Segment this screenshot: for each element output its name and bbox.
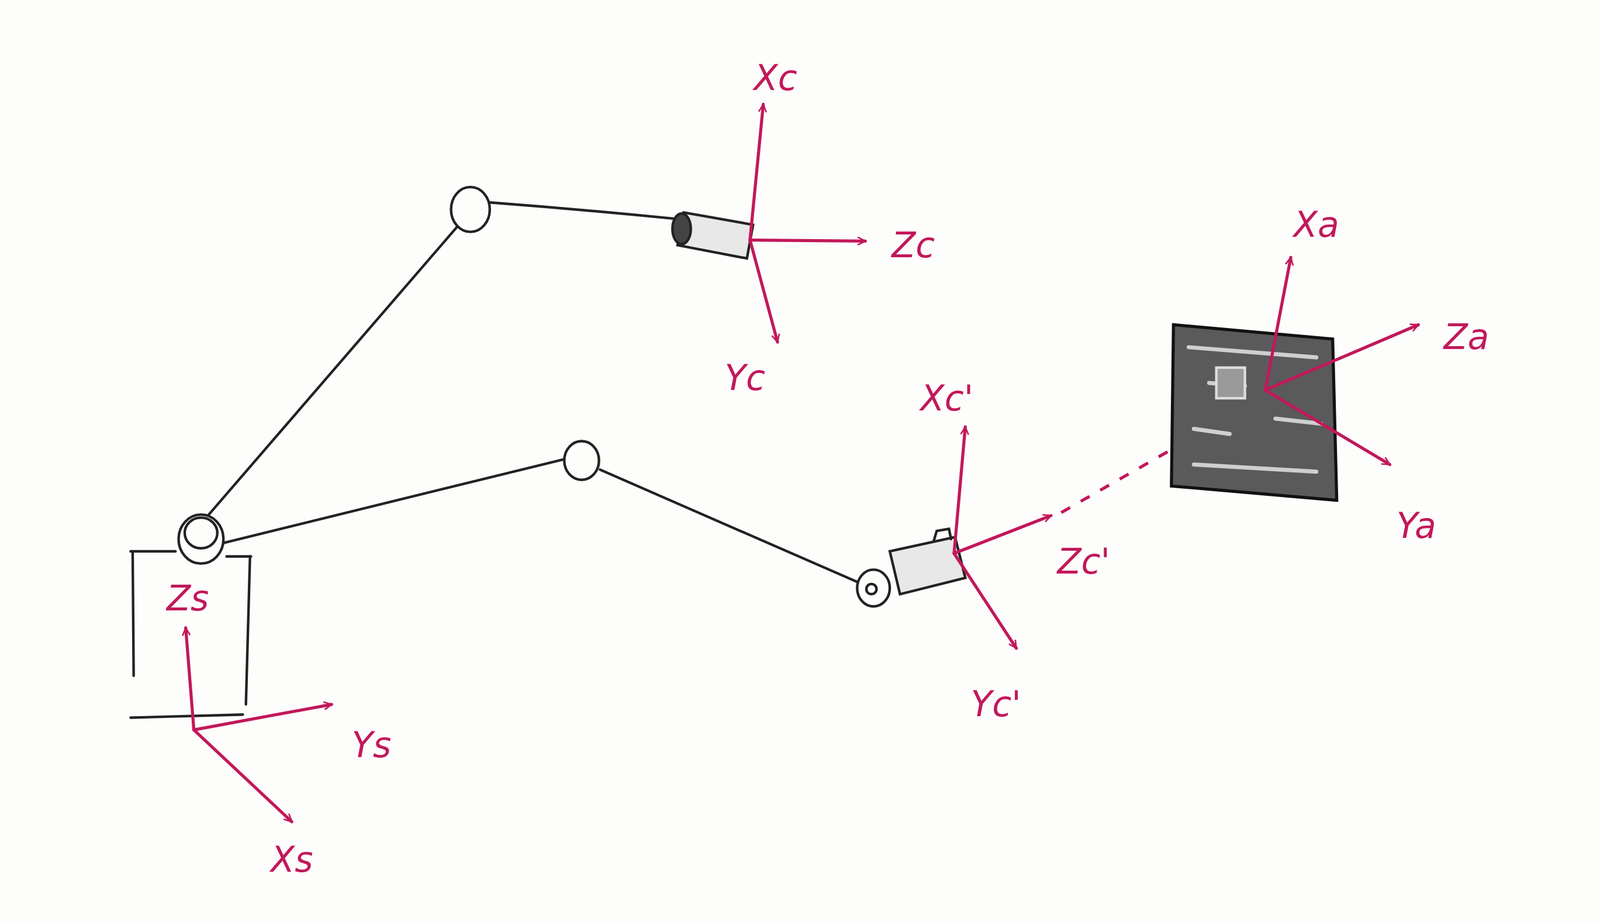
marker-tag: [1171, 324, 1337, 500]
axis-arrow: [750, 240, 778, 343]
axis-label: Xa: [1291, 205, 1342, 244]
axis-arrow: [194, 729, 293, 822]
camera-lens: [672, 213, 691, 244]
axis-arrow: [954, 426, 966, 554]
axis-arrow: [750, 240, 866, 242]
base-outline: [130, 714, 243, 718]
axis-arrow: [750, 104, 764, 240]
joint: [564, 440, 599, 480]
axis-label: Zc': [1054, 542, 1113, 580]
joint: [866, 583, 877, 594]
tag-pattern: [1189, 347, 1322, 472]
joint: [184, 517, 218, 548]
joint: [856, 569, 890, 607]
axis-label: Zs: [164, 579, 212, 617]
axis-arrow: [954, 515, 1052, 554]
axis-label: Za: [1440, 318, 1492, 356]
axis-label: Yc: [721, 358, 768, 397]
line-of-sight: [1061, 451, 1168, 513]
axis-arrow: [1265, 324, 1419, 390]
axis-arrow: [1265, 257, 1291, 390]
axis-label: Xs: [268, 840, 316, 879]
joint: [178, 514, 224, 564]
arm-link: [199, 226, 458, 525]
tag-pattern: [1216, 367, 1246, 399]
axis-label: Zc: [889, 226, 938, 264]
axis-label: Yc': [968, 685, 1024, 723]
axis-label: Ya: [1394, 506, 1439, 545]
axis-arrow: [194, 704, 333, 731]
arm-link: [222, 459, 564, 544]
axis-arrow: [185, 627, 195, 731]
joint: [451, 187, 490, 233]
arm-link: [599, 469, 857, 582]
arm-link: [487, 202, 674, 219]
base-outline: [132, 551, 134, 676]
axis-arrow: [1265, 389, 1390, 465]
base-outline: [246, 556, 251, 705]
axis-label: Xc: [751, 59, 800, 97]
axis-arrow: [954, 553, 1017, 648]
axis-label: Xc': [918, 379, 977, 417]
axis-label: Ys: [348, 726, 394, 764]
camera: [933, 529, 952, 542]
